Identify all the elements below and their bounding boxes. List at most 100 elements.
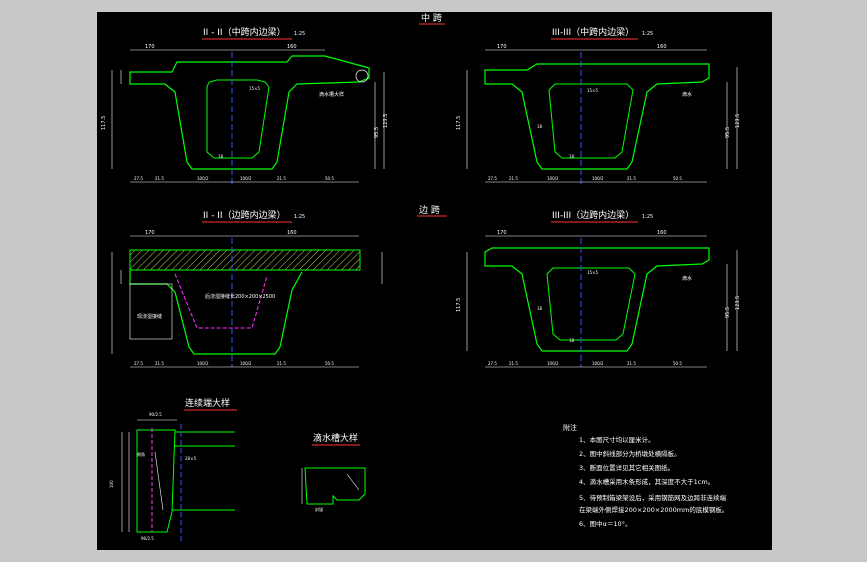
dim-height-right: 123.5 [735,296,741,310]
girder-outline [484,247,710,352]
dim-top-width: 170 [145,230,155,236]
label-web-thk: 18 [218,154,224,159]
scale-label: 1:25 [294,31,305,37]
girder-outline [129,270,303,355]
hidden-void [174,273,268,329]
dim-half-width: 160 [657,230,667,236]
label-chamfer: 15×5 [249,86,260,91]
dim-seg: 27.5 [134,361,143,366]
dim-seg: 21.5 [155,361,164,366]
note-item: 1、本图尺寸均以厘米计。 [579,435,655,444]
dim-seg: 100/2 [547,361,559,366]
section-side-iii: III-III（边跨内边梁） 1:25 170 160 117.5 123.5 … [456,209,741,368]
cad-drawing: 中 跨 边 跨 II - II（中跨内边梁） 1:25 170 160 117.… [101,12,741,542]
note-item: 3、断面位置详见其它相关图纸。 [579,463,674,472]
dim-seg: 50.5 [325,361,334,366]
label-pour-section: 现浇湿接缝 [137,313,162,320]
note-item: 在梁端外侧焊接200×200×2000mm的底模钢板。 [579,505,728,514]
girder-inner-void [546,267,636,341]
dim-seg: 50.5 [673,176,682,181]
section-title: II - II（中跨内边梁） [203,26,286,38]
section-side-ii: II - II（边跨内边梁） 1:25 170 160 现浇湿接缝 后浇湿接缝长… [111,209,383,368]
label-corner: 倒角 [137,451,145,457]
diaphragm-hatch [129,249,361,271]
scale-label: 1:25 [294,214,305,220]
dim-half-width: 160 [287,44,297,50]
dim-height-web: 95.5 [374,127,380,138]
note-item: 6、图中α＝10°。 [579,519,631,528]
label-end-mid: 28×5 [185,456,196,461]
girder-outline [129,55,370,170]
dim-seg: 100/2 [240,176,252,181]
note-item: 4、滴水槽采用木条形成，其深度不大于1cm。 [579,477,714,486]
dim-seg: 100/2 [197,176,209,181]
dim-height-web: 95.5 [725,307,731,318]
label-web-thk: 18 [537,306,543,311]
label-pour-note: 后浇湿接缝长200×200×2500 [205,293,275,300]
pour-zone [129,283,173,340]
girder-inner-void [206,79,270,159]
drawing-canvas: 中 跨 边 跨 II - II（中跨内边梁） 1:25 170 160 117.… [97,12,772,550]
label-chamfer: 15×5 [587,88,598,93]
dim-top-width: 170 [145,44,155,50]
detail-drip-groove: 滴水槽大样 封锚 [301,432,366,512]
dim-seg: 21.5 [155,176,164,181]
section-mid-ii: II - II（中跨内边梁） 1:25 170 160 117.5 123.5 … [101,26,389,184]
dim-seg: 100/2 [592,176,604,181]
drip-outline [304,467,366,505]
dim-seg: 21.5 [627,176,636,181]
dim-half-width: 160 [657,44,667,50]
dim-end-top: 90/2.5 [149,412,162,417]
detail-continuous-end: 连续端大样 90/2.5 100 28×5 倒角 96/2.5 [109,397,237,542]
end-diag [154,451,164,511]
dim-top-width: 170 [497,230,507,236]
label-sealing: 封锚 [315,506,323,512]
dim-seg: 21.5 [627,361,636,366]
section-title: III-III（边跨内边梁） [552,209,634,221]
label-drip: 滴水 [682,91,692,98]
section-mid-iii: III-III（中跨内边梁） 1:25 170 160 117.5 123.5 … [456,26,741,184]
detail-title: 滴水槽大样 [313,432,358,444]
end-outline [136,429,176,533]
label-web-thk: 18 [537,124,543,129]
dim-height-right: 123.5 [735,114,741,128]
dim-height-web: 95.5 [725,127,731,138]
dim-end-height: 100 [109,480,114,488]
label-chamfer: 15×5 [587,270,598,275]
dim-seg: 100/2 [197,361,209,366]
section-title: III-III（中跨内边梁） [552,26,634,38]
note-item: 2、图中斜线部分为桥墩处横隔板。 [579,449,681,458]
dim-seg: 21.5 [509,361,518,366]
label-drip: 滴水 [682,275,692,282]
scale-label: 1:25 [642,31,653,37]
dim-end-bottom: 96/2.5 [141,536,154,541]
notes-heading: 附注 [563,423,577,432]
notes-block: 附注 1、本图尺寸均以厘米计。 2、图中斜线部分为桥墩处横隔板。 3、断面位置详… [563,423,728,528]
dim-seg: 50.5 [673,361,682,366]
dim-seg: 21.5 [277,361,286,366]
label-bottom-thk: 18 [569,338,575,343]
label-drip-detail: 滴水槽大样 [319,91,344,98]
dim-seg: 27.5 [488,361,497,366]
dim-seg: 100/2 [547,176,559,181]
drip-detail-marker [355,69,369,83]
dim-seg: 50.5 [325,176,334,181]
section-title: II - II（边跨内边梁） [203,209,286,221]
scale-label: 1:25 [642,214,653,220]
dim-seg: 21.5 [509,176,518,181]
girder-inner-void [548,83,634,159]
title-side-span: 边 跨 [419,205,440,216]
detail-title: 连续端大样 [185,397,230,409]
dim-height-right: 123.5 [383,114,389,128]
title-mid-span: 中 跨 [421,12,442,24]
dim-seg: 21.5 [277,176,286,181]
dim-top-width: 170 [497,44,507,50]
dim-seg: 27.5 [488,176,497,181]
dim-half-width: 160 [287,230,297,236]
label-bottom-thk: 18 [569,154,575,159]
note-item: 5、待预制箱梁架设后，采用钢筋网及边跨非连续端 [579,493,727,502]
dim-height-total: 117.5 [456,116,462,130]
dim-seg: 27.5 [134,176,143,181]
dim-seg: 100/2 [592,361,604,366]
leader-line [346,473,360,491]
